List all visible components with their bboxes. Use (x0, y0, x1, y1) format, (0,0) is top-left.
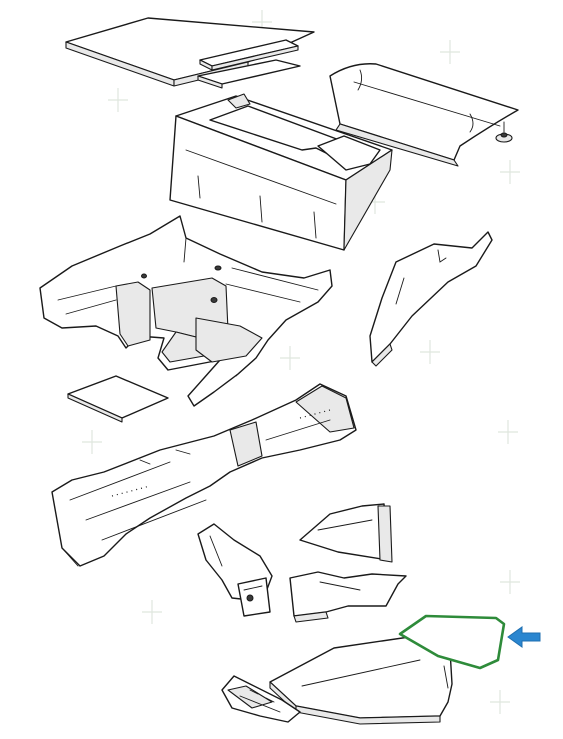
floor-insulation (39, 215, 333, 407)
lower-side-trim (289, 571, 407, 623)
luggage-floor-mat (269, 635, 453, 725)
floor-pad-small (67, 375, 169, 423)
rear-trim-panel (329, 63, 519, 167)
insulation-strip (199, 39, 299, 71)
wheelhouse-cover (299, 503, 393, 563)
fastener-clip (495, 121, 513, 143)
bottom-rail-trim (221, 675, 301, 723)
side-trim-panel-right (369, 231, 493, 367)
luggage-compartment-mat-small[interactable] (398, 614, 506, 670)
small-pad (197, 59, 301, 89)
arrow-left-icon (507, 626, 541, 648)
tunnel-insulation (51, 383, 357, 567)
heel-panel-insulation (197, 523, 273, 617)
rear-bulkhead-cover (169, 93, 393, 251)
